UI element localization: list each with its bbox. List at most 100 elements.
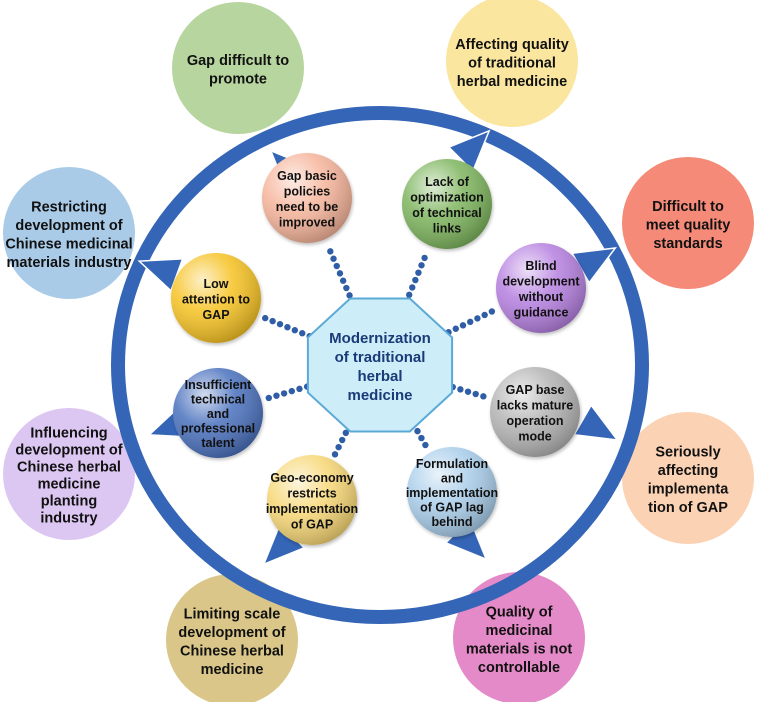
effect-circle <box>446 0 578 127</box>
connector-dot <box>276 320 284 328</box>
effect-circle <box>622 412 754 544</box>
effect-label-line: herbal medicine <box>457 74 567 90</box>
connector-dot <box>265 394 272 402</box>
effect-label-line: materials industry <box>7 255 132 271</box>
effect-label-line: meet quality <box>646 217 731 233</box>
connector-dot <box>339 277 347 284</box>
connector-dot <box>339 436 346 444</box>
effect-label-line: of traditional <box>468 55 556 71</box>
cause-label-line: GAP <box>202 308 229 322</box>
cause-label-line: operation <box>507 414 564 428</box>
connector-dot <box>464 388 472 395</box>
effect-label-line: development of <box>178 625 285 641</box>
cause-label-line: without <box>518 290 564 304</box>
cause-label-line: of GAP <box>291 518 333 532</box>
cause-label-line: restricts <box>287 487 336 501</box>
effect-label-line: Chinese herbal <box>17 459 121 475</box>
connector-dot <box>418 434 425 442</box>
cause-label-line: guidance <box>514 306 569 320</box>
connector-dot <box>262 314 269 322</box>
effect-label-line: standards <box>653 236 722 252</box>
connector-dot <box>459 322 467 329</box>
connector-dot <box>327 248 334 255</box>
effect-label-line: planting <box>41 493 97 509</box>
effect-label-line: materials is not <box>466 642 573 658</box>
effect-label-line: medicine <box>38 476 101 492</box>
connector-dot <box>472 390 479 398</box>
effect-label-line: Gap difficult to <box>187 53 289 69</box>
cause-label-line: of GAP lag <box>420 501 484 515</box>
connector-dot <box>331 451 339 458</box>
connector-dot <box>405 291 413 299</box>
effect-circle <box>3 408 135 540</box>
cause-label-line: professional <box>181 422 255 436</box>
connector-dot <box>343 284 350 292</box>
connector-dot <box>414 427 421 435</box>
connector-dot <box>333 262 340 270</box>
connector-dot <box>284 323 291 331</box>
effect-circles: Gap difficult to promote Affecting quality… <box>3 0 754 702</box>
connector-dot <box>330 255 337 262</box>
effect-label-line: Restricting <box>31 200 107 216</box>
effect-label-line: promote <box>209 72 267 88</box>
cause-label-line: implementation <box>406 486 498 500</box>
effect-circle <box>622 157 754 289</box>
connector-dot <box>336 270 344 277</box>
effect-circle <box>166 574 298 702</box>
connector-dot <box>415 269 422 276</box>
connector-dot <box>269 317 276 325</box>
center-label-line: herbal <box>357 368 402 385</box>
cause-label-line: GAP base <box>506 383 565 397</box>
cause-label-line: Blind <box>525 259 556 273</box>
connector-dot <box>342 429 350 437</box>
connector-dot <box>481 311 488 319</box>
effect-node: Gap difficult to promote <box>172 2 304 134</box>
connector-dot <box>280 390 288 397</box>
cause-label-line: implementation <box>266 502 358 516</box>
effect-label: Gap difficult to promote <box>187 53 289 88</box>
effect-label-line: medicine <box>201 662 264 678</box>
cycle-ring <box>111 106 649 624</box>
cause-label-line: Low <box>204 277 229 291</box>
cause-circle-shade <box>171 253 261 343</box>
effect-label-line: tion of GAP <box>648 500 728 516</box>
connector-dot <box>346 292 353 299</box>
connector-dot <box>291 327 299 334</box>
cause-label-line: mode <box>518 430 551 444</box>
center-label-line: Modernization <box>329 330 431 347</box>
effect-label-line: controllable <box>478 660 560 676</box>
cause-label-line: policies <box>284 185 331 199</box>
effect-label-line: Limiting scale <box>184 607 281 623</box>
cause-label-line: technical <box>191 393 245 407</box>
cause-circle-shade <box>267 455 357 545</box>
cause-label-line: behind <box>432 515 473 529</box>
effect-label-line: Influencing <box>30 425 107 441</box>
connector-dot <box>488 308 496 315</box>
center-label-line: of traditional <box>335 349 426 366</box>
cause-label-line: of technical <box>412 206 481 220</box>
cause-label-line: lacks mature <box>497 399 573 413</box>
connector-dot <box>418 262 425 269</box>
connector-dot <box>412 276 419 284</box>
connector-dot <box>273 392 280 399</box>
cause-label-line: and <box>207 407 229 421</box>
